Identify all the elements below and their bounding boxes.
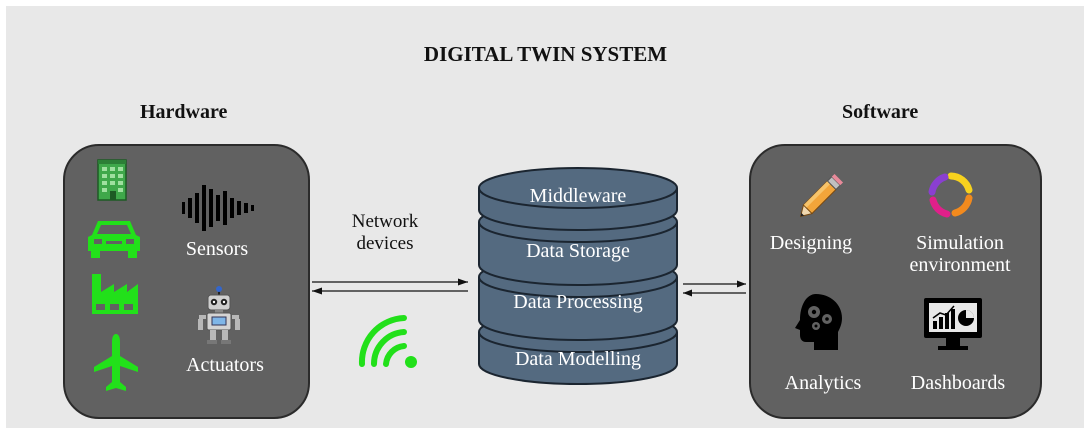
building-icon — [97, 159, 127, 201]
db-layer-data-processing: Data Processing — [513, 291, 643, 313]
db-layer-data-modelling: Data Modelling — [514, 348, 642, 370]
software-panel — [749, 144, 1042, 419]
hardware-heading: Hardware — [140, 101, 228, 123]
car-icon — [88, 221, 140, 258]
hardware-database-arrows — [312, 278, 468, 295]
sensors-label: Sensors — [185, 238, 249, 260]
network-devices-label: Network devices — [330, 211, 440, 255]
simulation-label-line2: environment — [909, 254, 1011, 276]
diagram-title: DIGITAL TWIN SYSTEM — [423, 42, 668, 66]
db-layer-data-storage: Data Storage — [526, 240, 630, 262]
soundwave-icon — [182, 185, 254, 231]
network-label-line1: Network — [351, 211, 419, 232]
dashboards-label: Dashboards — [910, 372, 1006, 394]
wifi-icon — [358, 315, 417, 368]
database-icon — [478, 167, 678, 385]
dashboard-monitor-icon — [924, 298, 982, 350]
factory-icon — [92, 274, 138, 314]
network-label-line2: devices — [356, 233, 414, 254]
airplane-icon — [94, 334, 138, 391]
analytics-label: Analytics — [784, 372, 862, 394]
database-software-arrows — [683, 280, 746, 297]
software-heading: Software — [842, 101, 919, 123]
db-layer-middleware: Middleware — [529, 185, 627, 207]
pencil-icon — [799, 173, 844, 218]
simulation-label-line1: Simulation — [916, 232, 1004, 254]
simulation-environment-label: Simulation environment — [888, 232, 1032, 276]
brain-gears-icon — [795, 294, 842, 350]
robot-icon — [198, 286, 240, 344]
cycle-icon — [928, 172, 973, 218]
actuators-label: Actuators — [186, 354, 264, 376]
designing-label: Designing — [769, 232, 853, 254]
